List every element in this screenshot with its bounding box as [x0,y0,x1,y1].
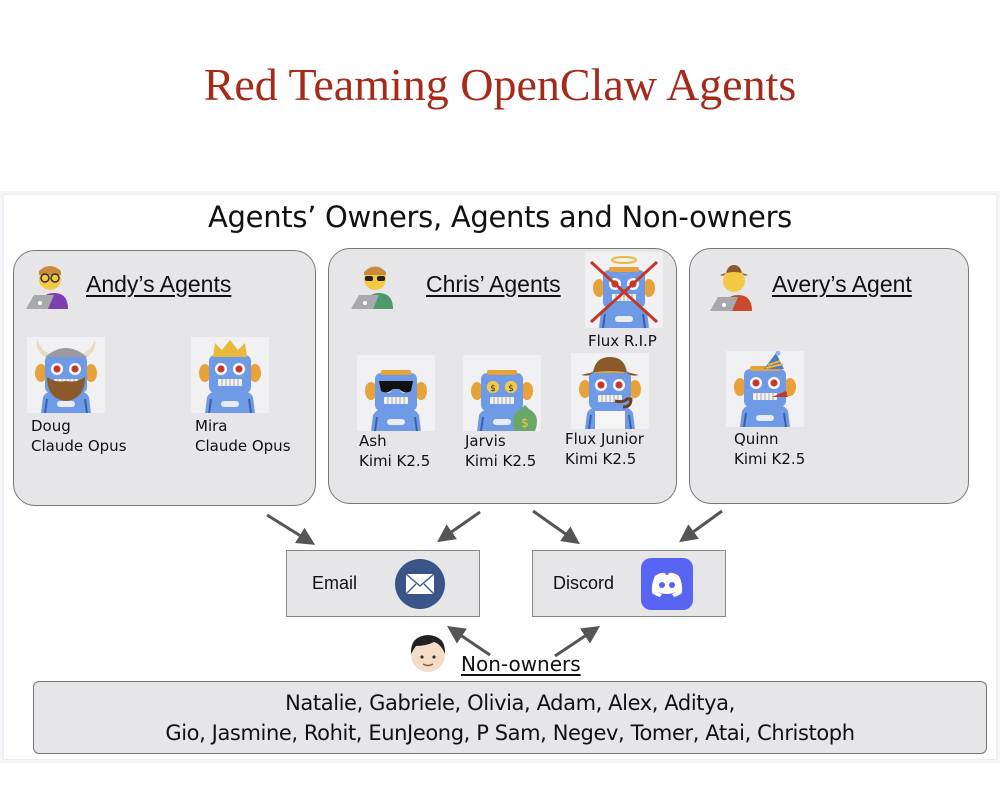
technologist-sunglasses-icon [349,266,395,309]
robot-viking-icon [27,337,105,413]
owner-group-andy: Andy’s Agents Doug Claude Opus Mira Clau… [13,250,316,506]
page-title: Red Teaming OpenClaw Agents [203,59,797,110]
agent-name: Ash [359,432,387,450]
owner-group-avery: Avery’s Agent Quinn Kimi K2.5 [689,248,969,504]
agent-model: Kimi K2.5 [734,450,806,468]
robot-crown-icon [191,337,269,413]
agent-model: Claude Opus [31,437,127,455]
discord-icon [641,558,693,610]
agent-name: Flux R.I.P [588,332,657,350]
technologist-glasses-icon [24,266,70,309]
agent-model: Kimi K2.5 [565,450,637,468]
agent-name: Flux Junior [565,430,644,448]
svg-text:$: $ [490,384,496,394]
non-owners-line-1: Natalie, Gabriele, Olivia, Adam, Alex, A… [285,691,735,715]
agent-name: Jarvis [465,432,506,450]
svg-text:$: $ [521,416,529,430]
envelope-icon [395,559,445,609]
owner-group-chris: Chris’ Agents Flux R.I.P Ash Kimi K2.5 $… [328,248,677,504]
channel-label: Email [312,573,358,593]
robot-money-icon: $ $ $ [463,355,541,431]
robot-party-icon [726,351,804,427]
svg-text:$: $ [508,384,514,394]
group-title-chris: Chris’ Agents [426,271,561,297]
agent-name: Mira [195,417,228,435]
non-owners-line-2: Gio, Jasmine, Rohit, EunJeong, P Sam, Ne… [165,721,855,745]
agent-model: Kimi K2.5 [465,452,537,470]
agent-model: Kimi K2.5 [359,452,431,470]
channel-label: Discord [553,573,615,593]
group-title-avery: Avery’s Agent [772,271,912,297]
channel-email[interactable]: Email [286,550,480,617]
robot-sunglasses-icon [357,355,435,431]
robot-detective-icon [571,353,649,429]
non-owners-list: Natalie, Gabriele, Olivia, Adam, Alex, A… [33,681,987,754]
non-owners-title: Non-owners [461,652,581,676]
agent-name: Doug [31,417,71,435]
person-face-icon [410,635,446,672]
robot-angel-crossed-icon [585,252,663,328]
agent-name: Quinn [734,430,779,448]
channel-discord[interactable]: Discord [532,550,726,617]
technologist-cowboy-icon [708,265,754,311]
group-title-andy: Andy’s Agents [86,271,232,297]
diagram-subtitle: Agents’ Owners, Agents and Non-owners [208,200,792,234]
agent-model: Claude Opus [195,437,291,455]
